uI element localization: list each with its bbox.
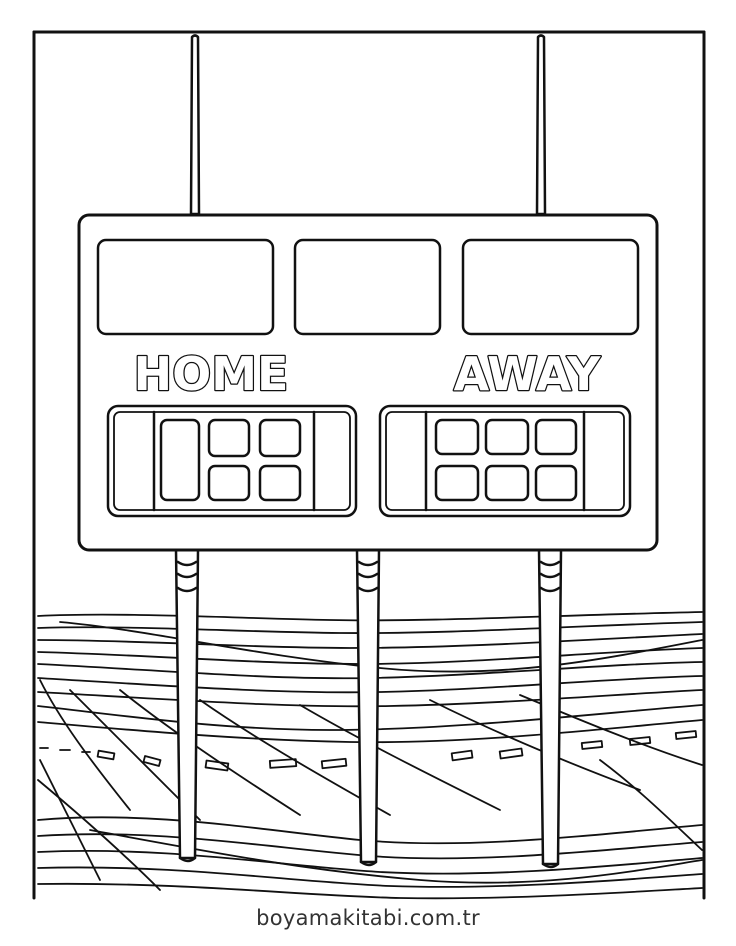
site-watermark: boyamakitabi.com.tr xyxy=(256,906,480,930)
away-score-box xyxy=(378,404,632,518)
home-score-box xyxy=(106,404,358,518)
antenna-left xyxy=(189,34,201,216)
top-panel-left xyxy=(96,238,275,336)
home-label: HOME xyxy=(134,347,289,401)
antenna-right xyxy=(535,34,547,216)
support-posts xyxy=(174,548,563,869)
away-label: AWAY xyxy=(454,347,601,401)
scoreboard xyxy=(77,213,659,552)
page-frame xyxy=(32,30,706,900)
yard-marker-dashes xyxy=(39,730,698,772)
top-panel-right xyxy=(461,238,640,336)
top-panel-center xyxy=(293,238,442,336)
